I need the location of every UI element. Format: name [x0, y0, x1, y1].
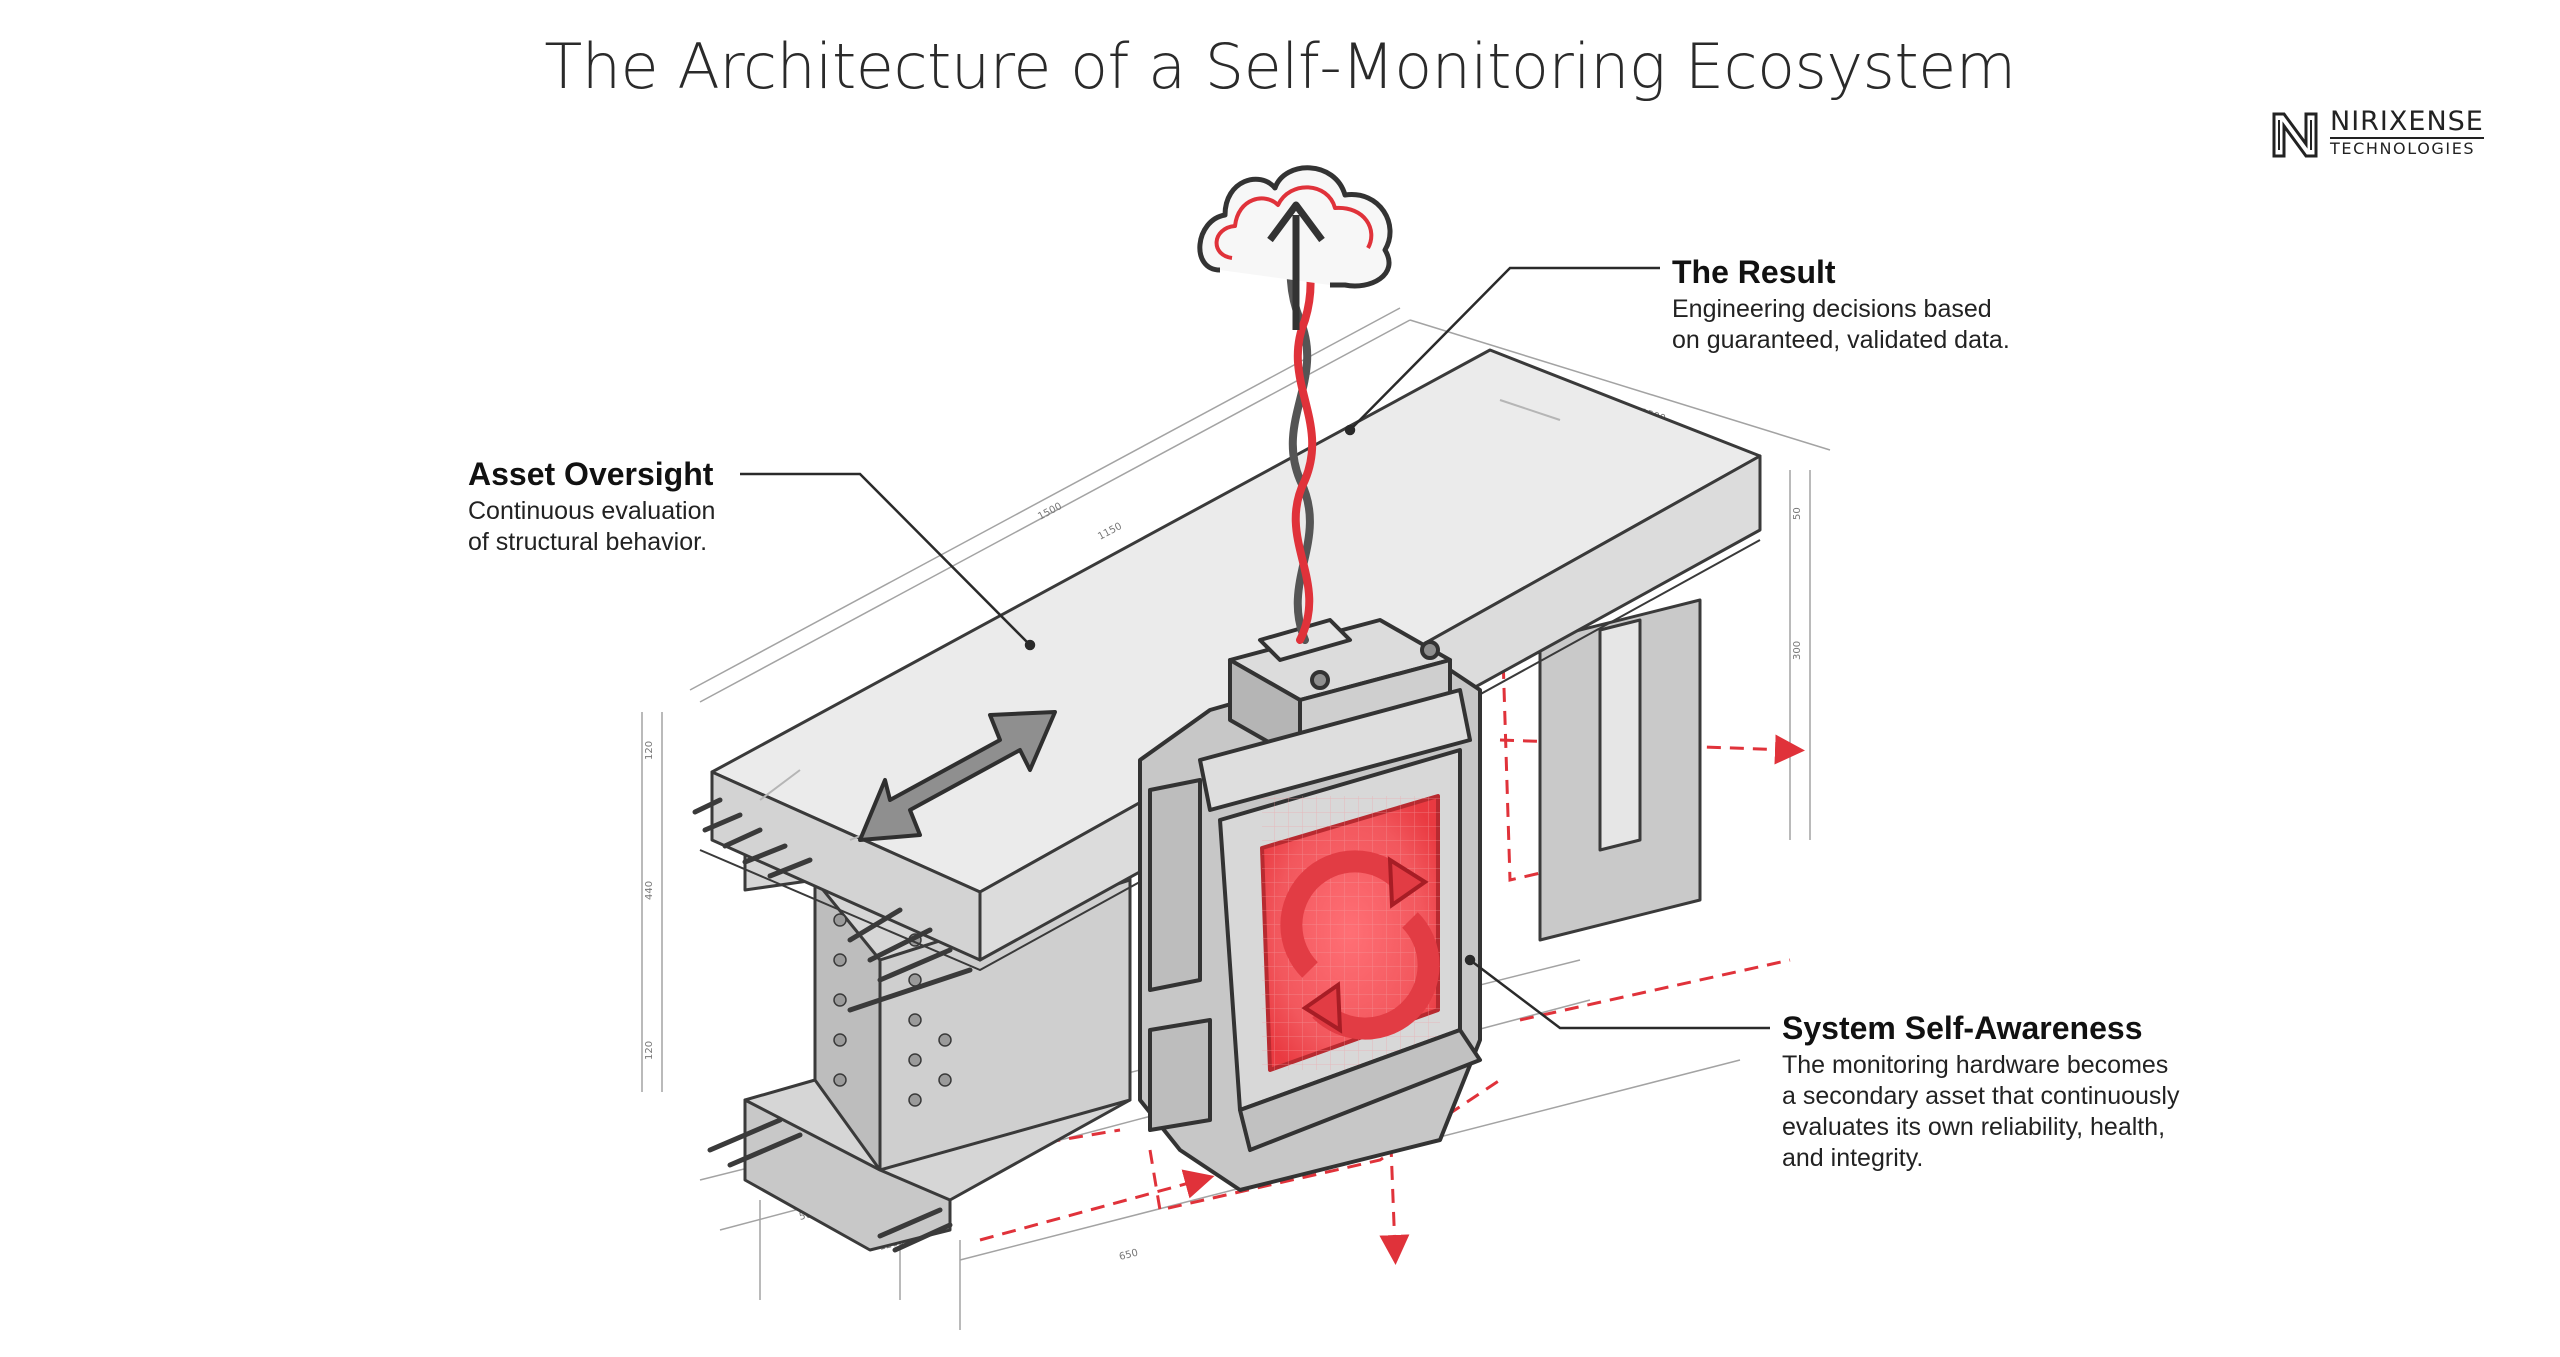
sync-cycle-icon	[1280, 850, 1440, 1040]
callout-result-heading: The Result	[1672, 254, 1836, 290]
svg-text:1150: 1150	[1096, 521, 1124, 543]
callout-result-line-1: Engineering decisions based	[1672, 295, 1992, 323]
monitoring-device	[1138, 618, 1482, 1192]
svg-text:50: 50	[1792, 507, 1803, 520]
callout-awareness-line-2: a secondary asset that continuously	[1782, 1082, 2180, 1110]
callout-oversight-line-1: Continuous evaluation	[468, 497, 716, 525]
callout-asset-oversight: Asset Oversight Continuous evaluation of…	[468, 454, 788, 558]
svg-text:650: 650	[1118, 1248, 1139, 1263]
callout-awareness-line-4: and integrity.	[1782, 1144, 1924, 1172]
svg-text:1500: 1500	[1036, 501, 1064, 523]
callout-awareness-heading: System Self-Awareness	[1782, 1010, 2143, 1046]
bolt-holes	[833, 913, 952, 1107]
svg-text:300: 300	[1792, 641, 1803, 660]
logo-subtitle: TECHNOLOGIES	[2330, 139, 2476, 158]
callout-oversight-heading: Asset Oversight	[468, 456, 714, 492]
rebar-rods	[692, 797, 973, 1253]
double-arrow-icon	[858, 710, 1057, 842]
svg-text:120: 120	[644, 1041, 655, 1060]
page-title: The Architecture of a Self-Monitoring Ec…	[544, 30, 2016, 103]
svg-text:440: 440	[644, 881, 655, 900]
svg-text:120: 120	[644, 741, 655, 760]
callout-result: The Result Engineering decisions based o…	[1672, 252, 2092, 356]
callout-awareness-line-1: The monitoring hardware becomes	[1782, 1051, 2169, 1079]
logo-name: NIRIXENSE	[2330, 106, 2484, 139]
cloud-upload-icon	[1197, 165, 1393, 330]
callout-oversight-line-2: of structural behavior.	[468, 528, 708, 556]
nirixense-logo-icon	[2272, 112, 2318, 158]
callout-system-self-awareness: System Self-Awareness The monitoring har…	[1782, 1008, 2262, 1174]
callout-result-line-2: on guaranteed, validated data.	[1672, 326, 2010, 354]
company-logo: NIRIXENSE TECHNOLOGIES	[2270, 108, 2530, 164]
callout-leaders	[740, 266, 1770, 1030]
callout-awareness-line-3: evaluates its own reliability, health,	[1782, 1113, 2166, 1141]
